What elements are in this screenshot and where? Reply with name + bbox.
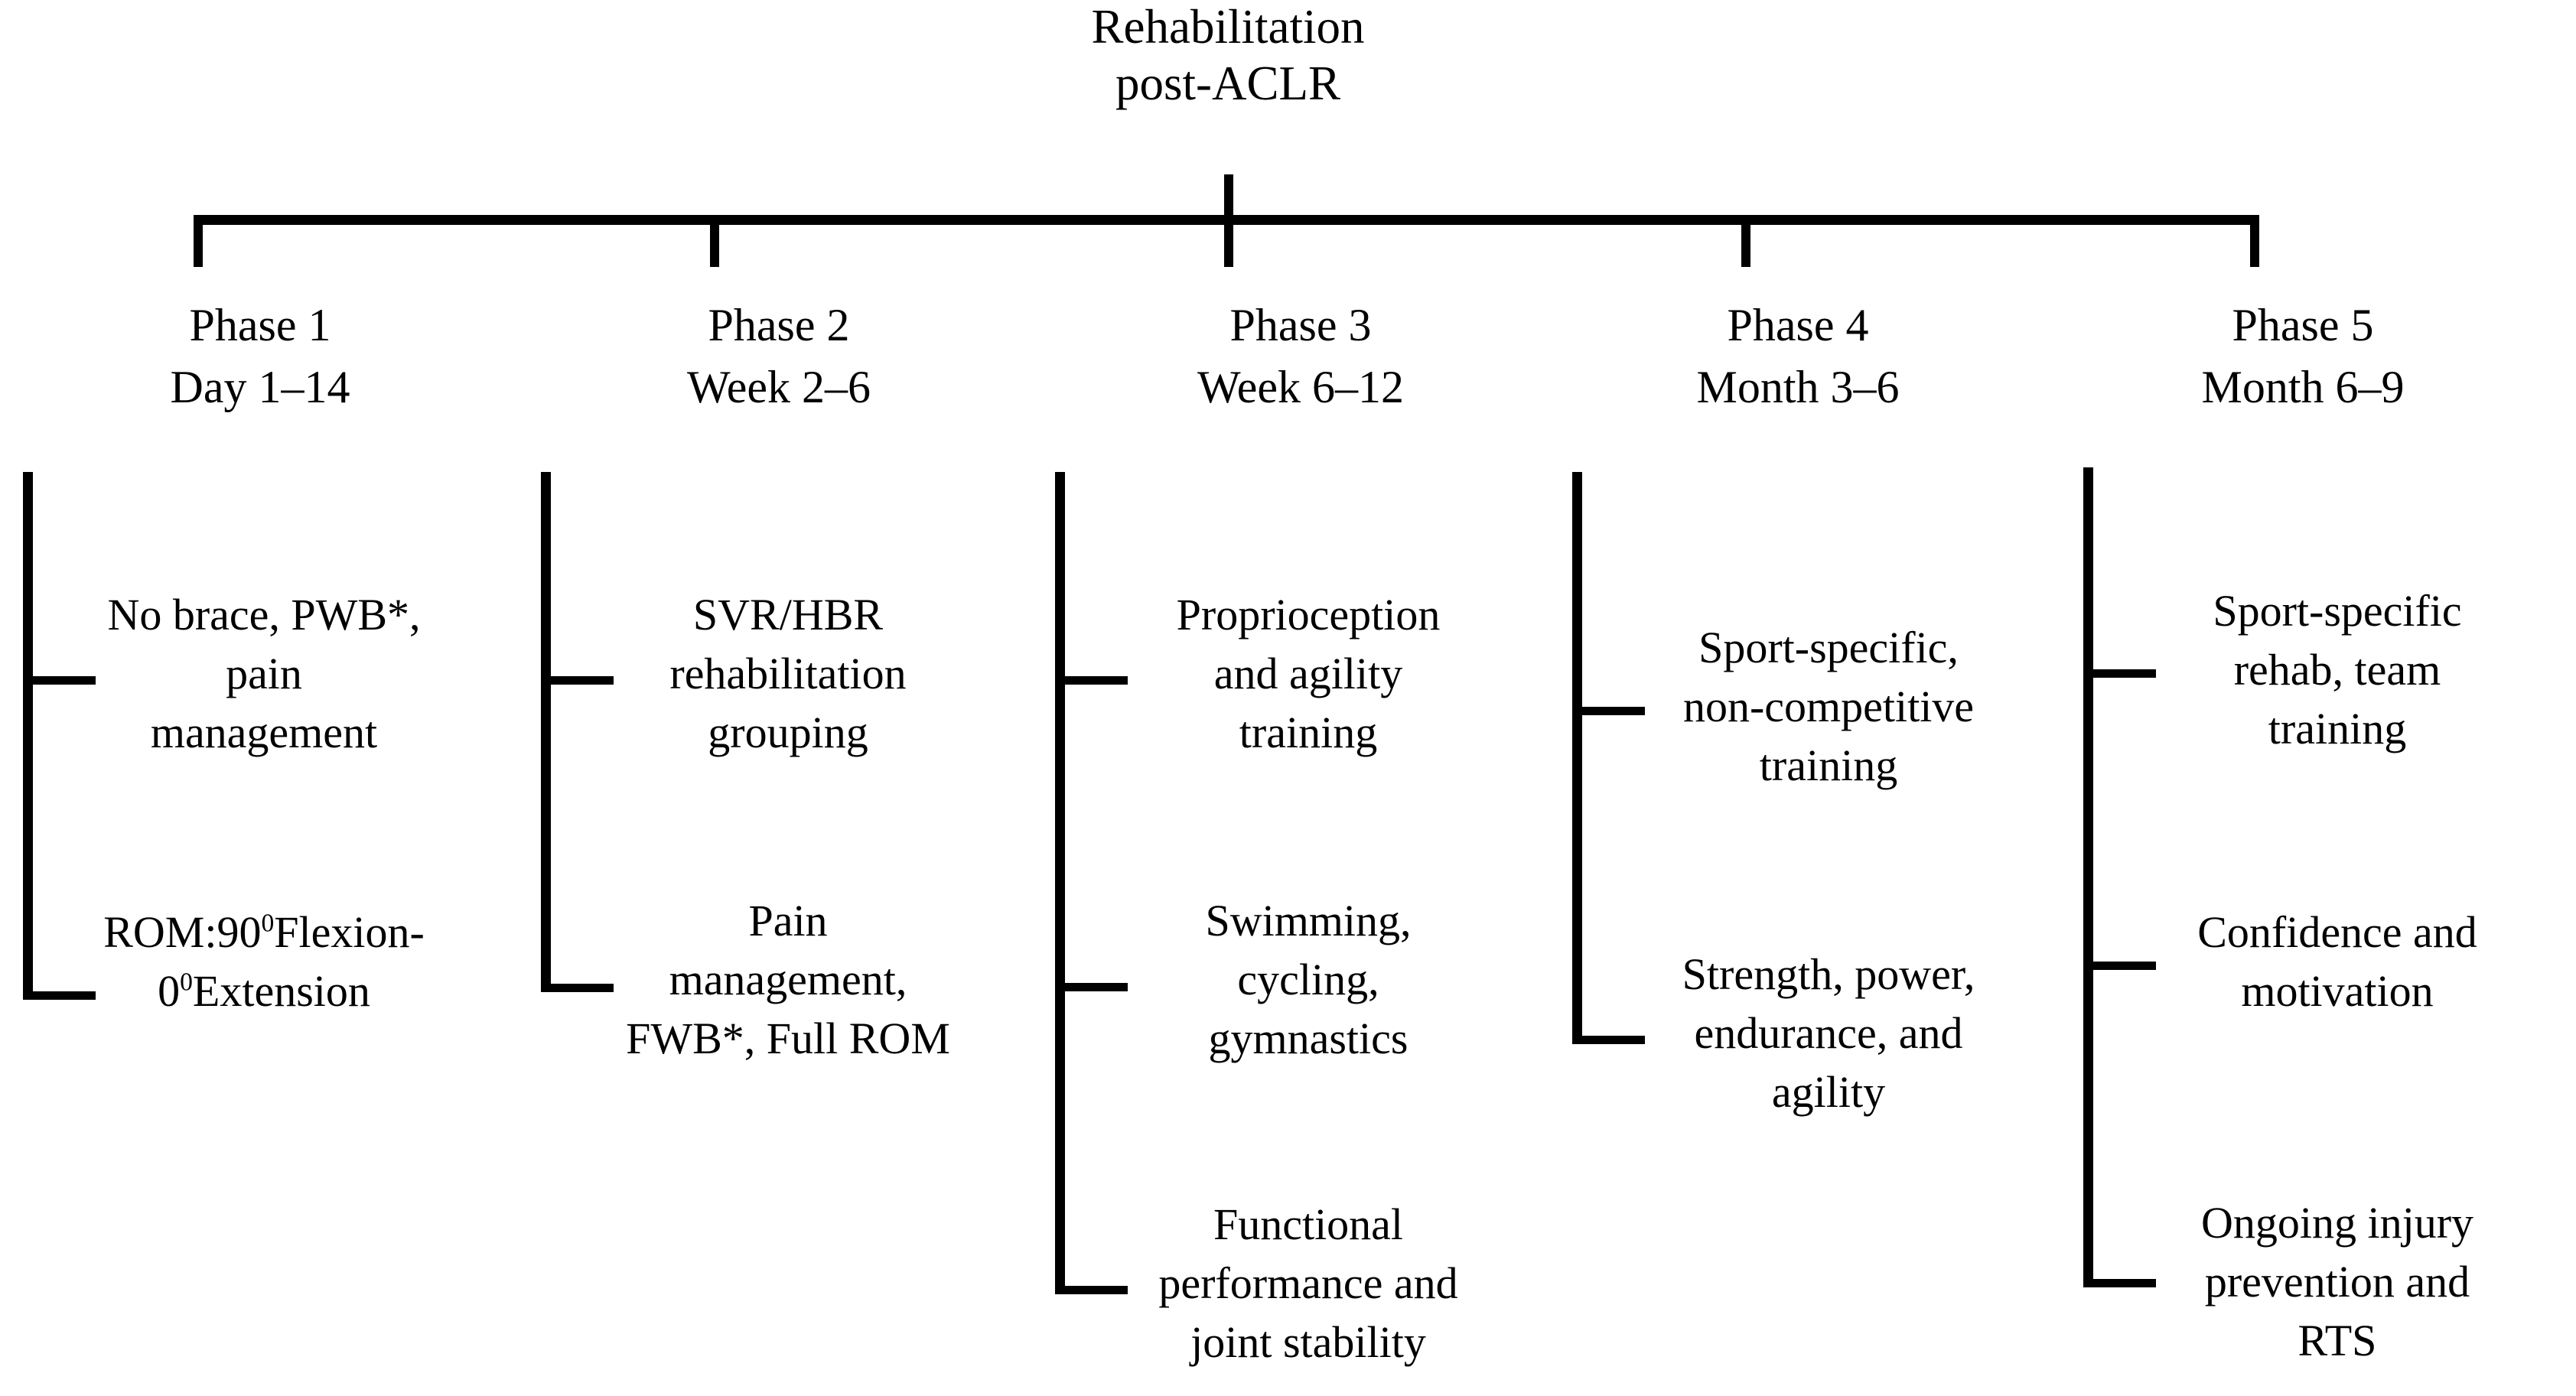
- phase-3-item-3-line-3: joint stability: [1190, 1317, 1426, 1368]
- rom-flexion-value: ROM:90: [103, 907, 262, 957]
- phase-5-item-3-line-3: RTS: [2298, 1316, 2377, 1366]
- phase-4-item-1: Sport-specific, non-competitive training: [1595, 618, 2062, 795]
- rom-extension-value: 0: [158, 966, 181, 1017]
- phase-3-item-2-line-3: gymnastics: [1208, 1014, 1408, 1064]
- phase-1-tick-2: [23, 991, 96, 1000]
- phase-2-item-2-line-3: FWB*, Full ROM: [626, 1014, 950, 1064]
- phase-5-range: Month 6–9: [2201, 362, 2405, 412]
- phase-3-item-1: Proprioception and agility training: [1079, 585, 1538, 762]
- phase-2-name: Phase 2: [708, 300, 850, 350]
- phase-4-item-2-line-2: endurance, and: [1694, 1008, 1963, 1059]
- phase-2-rail: [541, 472, 551, 992]
- phase-5-item-3-line-1: Ongoing injury: [2200, 1198, 2474, 1248]
- connector-stem-phase-4: [1741, 220, 1750, 267]
- phase-column-4: Phase 4 Month 3–6: [1530, 294, 2066, 418]
- phase-3-rail: [1055, 472, 1065, 1294]
- phase-4-item-1-line-1: Sport-specific,: [1698, 623, 1959, 672]
- phase-5-tick-3: [2083, 1279, 2156, 1287]
- phase-1-item-1-line-3: management: [150, 708, 378, 758]
- phase-3-item-3: Functional performance and joint stabili…: [1071, 1195, 1545, 1372]
- phase-5-item-2-line-1: Confidence and: [2197, 907, 2477, 957]
- phase-4-item-2-line-1: Strength, power,: [1682, 949, 1975, 999]
- phase-5-item-3-line-2: prevention and: [2204, 1257, 2470, 1307]
- phase-1-tick-1: [23, 676, 96, 685]
- chart-title-line-1: Rehabilitation: [1091, 0, 1365, 54]
- phase-5-header: Phase 5 Month 6–9: [2035, 294, 2571, 418]
- phase-2-tick-1: [541, 676, 614, 685]
- phase-1-range: Day 1–14: [170, 362, 350, 412]
- phase-2-item-2-line-1: Pain: [748, 896, 828, 945]
- phase-1-header: Phase 1 Day 1–14: [0, 294, 520, 418]
- phase-1-item-1-line-2: pain: [226, 649, 302, 699]
- phase-2-item-2-line-2: management,: [669, 955, 907, 1005]
- phase-3-item-1-line-2: and agility: [1213, 649, 1403, 699]
- phase-1-item-2: ROM:900Flexion- 00Extension: [46, 903, 482, 1020]
- phase-4-range: Month 3–6: [1696, 362, 1900, 412]
- phase-3-range: Week 6–12: [1197, 362, 1405, 412]
- phase-2-tick-2: [541, 984, 614, 992]
- phase-4-item-2-line-3: agility: [1771, 1067, 1886, 1118]
- phase-3-item-1-line-3: training: [1239, 708, 1378, 758]
- phase-5-tick-2: [2083, 962, 2156, 970]
- phase-4-tick-2: [1572, 1036, 1645, 1044]
- phase-5-item-2-line-2: motivation: [2241, 966, 2434, 1017]
- connector-stem-center-up: [1224, 174, 1233, 220]
- phase-4-item-2: Strength, power, endurance, and agility: [1595, 945, 2062, 1121]
- phase-1-name: Phase 1: [189, 300, 331, 350]
- rom-flexion-degree: 0: [261, 909, 275, 938]
- phase-5-item-3: Ongoing injury prevention and RTS: [2108, 1193, 2567, 1370]
- phase-4-header: Phase 4 Month 3–6: [1530, 294, 2066, 418]
- phase-2-item-1-line-3: grouping: [708, 708, 868, 758]
- phase-column-5: Phase 5 Month 6–9: [2035, 294, 2571, 418]
- phase-3-item-3-line-1: Functional: [1213, 1199, 1404, 1249]
- rom-extension-label: Extension: [192, 966, 370, 1017]
- connector-stem-phase-1: [194, 220, 203, 267]
- connector-stem-phase-5: [2250, 220, 2259, 267]
- phase-2-item-1: SVR/HBR rehabilitation grouping: [566, 585, 1010, 762]
- phase-3-name: Phase 3: [1229, 300, 1372, 350]
- phase-5-item-1-line-1: Sport-specific: [2213, 586, 2462, 636]
- phase-3-tick-3: [1055, 1286, 1128, 1294]
- phase-5-item-2: Confidence and motivation: [2108, 903, 2567, 1020]
- phase-3-tick-1: [1055, 676, 1128, 685]
- phase-column-3: Phase 3 Week 6–12: [1033, 294, 1568, 418]
- phase-3-item-1-line-1: Proprioception: [1176, 590, 1441, 639]
- phase-5-item-1-line-3: training: [2268, 704, 2407, 754]
- phase-1-item-1-line-1: No brace, PWB*,: [107, 590, 421, 639]
- phase-1-item-1: No brace, PWB*, pain management: [46, 585, 482, 762]
- phase-3-item-3-line-2: performance and: [1158, 1258, 1458, 1309]
- phase-2-item-1-line-2: rehabilitation: [669, 649, 907, 699]
- phase-2-item-2: Pain management, FWB*, Full ROM: [566, 891, 1010, 1068]
- phase-column-1: Phase 1 Day 1–14: [0, 294, 520, 418]
- phase-1-rail: [23, 472, 33, 1000]
- rom-extension-degree: 0: [180, 968, 193, 997]
- phase-5-name: Phase 5: [2232, 300, 2374, 350]
- phase-3-tick-2: [1055, 983, 1128, 991]
- phase-3-item-2: Swimming, cycling, gymnastics: [1079, 891, 1538, 1068]
- phase-4-name: Phase 4: [1727, 300, 1869, 350]
- phase-4-item-1-line-3: training: [1759, 740, 1898, 791]
- connector-stem-phase-3: [1224, 220, 1233, 267]
- phase-4-tick-1: [1572, 707, 1645, 715]
- phase-5-rail: [2083, 467, 2093, 1287]
- phase-column-2: Phase 2 Week 2–6: [519, 294, 1039, 418]
- phase-3-item-2-line-2: cycling,: [1237, 955, 1379, 1005]
- rom-flexion-label: Flexion-: [274, 907, 425, 957]
- phase-2-header: Phase 2 Week 2–6: [519, 294, 1039, 418]
- phase-4-item-1-line-2: non-competitive: [1682, 682, 1975, 732]
- phase-5-tick-1: [2083, 669, 2156, 678]
- phase-2-range: Week 2–6: [686, 362, 871, 412]
- phase-1-item-2-line-2: 00Extension: [46, 962, 482, 1020]
- phase-5-item-1-line-2: rehab, team: [2233, 645, 2441, 695]
- chart-title-line-2: post-ACLR: [1115, 57, 1341, 111]
- phase-2-item-1-line-1: SVR/HBR: [692, 590, 884, 639]
- chart-title: Rehabilitation post-ACLR: [903, 0, 1553, 112]
- connector-stem-phase-2: [710, 220, 719, 267]
- phase-3-header: Phase 3 Week 6–12: [1033, 294, 1568, 418]
- phase-4-rail: [1572, 472, 1582, 1044]
- phase-1-item-2-line-1: ROM:900Flexion-: [46, 903, 482, 962]
- phase-5-item-1: Sport-specific rehab, team training: [2108, 581, 2567, 758]
- phase-3-item-2-line-1: Swimming,: [1205, 896, 1412, 945]
